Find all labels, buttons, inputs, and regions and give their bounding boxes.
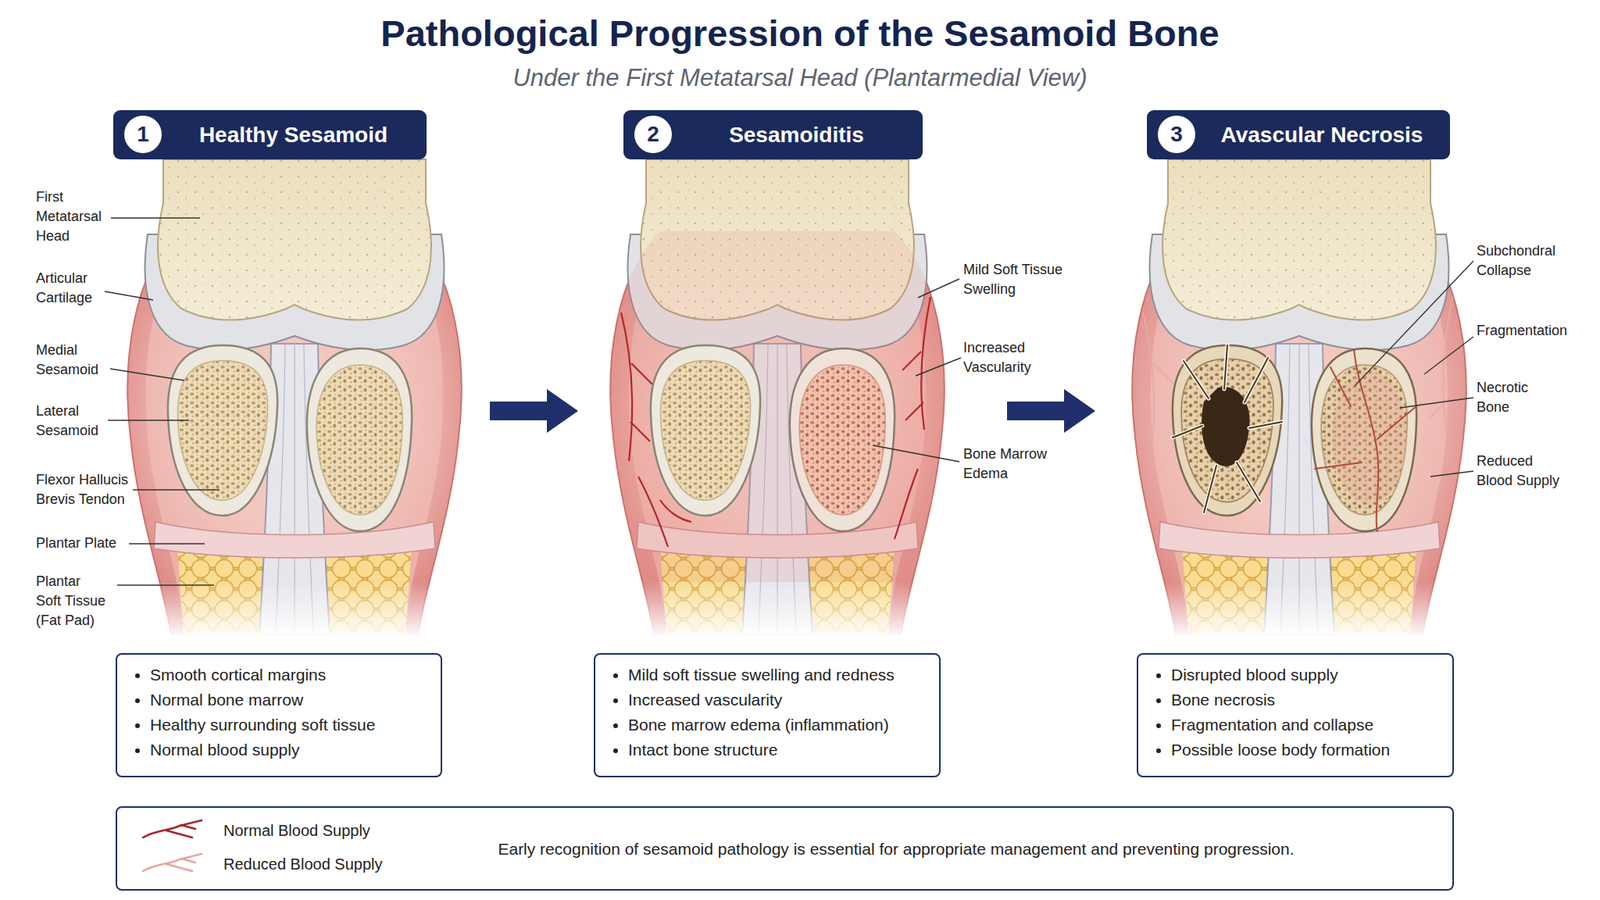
panel-header: Healthy Sesamoid 1: [113, 110, 427, 160]
finding-item: Normal bone marrow: [150, 687, 441, 713]
finding-item: Healthy surrounding soft tissue: [150, 712, 441, 738]
part-label: Increased Vascularity: [963, 338, 1050, 378]
part-label: First Metatarsal Head: [35, 187, 115, 247]
finding-item: Intact bone structure: [628, 737, 940, 763]
lateral-sesamoid: [307, 348, 412, 532]
foot-anatomy: [107, 159, 483, 639]
step-digit: 3: [1170, 121, 1183, 147]
part-label: Mild Soft Tissue Swelling: [963, 260, 1073, 300]
part-label: Bone Marrow Edema: [963, 444, 1058, 484]
step-number: 2: [634, 115, 672, 154]
panel-title: Healthy Sesamoid: [164, 110, 422, 160]
part-label: Flexor Hallucis Brevis Tendon: [35, 470, 138, 510]
step-number: 1: [124, 115, 162, 154]
medial-sesamoid: [650, 345, 761, 516]
progression-arrow: [1007, 389, 1096, 433]
finding-item: Bone marrow edema (inflammation): [628, 712, 940, 738]
foot-anatomy: [589, 159, 965, 639]
leader-lines: [104, 217, 1474, 586]
swelling-overlay: [610, 231, 944, 583]
finding-item: Possible loose body formation: [1171, 737, 1453, 763]
legend-label: Reduced Blood Supply: [223, 854, 383, 874]
lateral-sesamoid-edema: [789, 348, 895, 532]
part-label: Articular Cartilage: [35, 268, 115, 308]
finding-item: Increased vascularity: [628, 687, 940, 713]
legend-label: Normal Blood Supply: [223, 821, 371, 840]
step-digit: 1: [136, 121, 150, 147]
part-label: Medial Sesamoid: [35, 340, 115, 380]
part-label: Plantar Plate: [35, 533, 146, 554]
finding-list: Smooth cortical marginsNormal bone marro…: [117, 662, 441, 763]
part-label: Necrotic Bone: [1476, 378, 1555, 418]
panel-title: Sesamoiditis: [675, 110, 918, 160]
findings-box: Mild soft tissue swelling and rednessInc…: [593, 653, 941, 778]
foot-anatomy: [1111, 159, 1487, 639]
progression-arrow: [489, 389, 579, 433]
part-label: Subchondral Collapse: [1476, 241, 1571, 281]
fragmented-medial-sesamoid: [1172, 345, 1283, 516]
findings-box: Disrupted blood supplyBone necrosisFragm…: [1136, 653, 1454, 778]
note-text: Early recognition of sesamoid pathology …: [497, 839, 1294, 859]
finding-item: Bone necrosis: [1171, 687, 1453, 713]
finding-list: Mild soft tissue swelling and rednessInc…: [595, 662, 940, 763]
reduced-vessel-sample: [142, 853, 202, 872]
subtitle: Under the First Metatarsal Head (Plantar…: [0, 62, 1600, 94]
panel-title: Avascular Necrosis: [1198, 110, 1446, 160]
sesamoiditis-illustration: [589, 159, 965, 639]
inflamed-tissue: [610, 231, 944, 583]
necrosis-illustration: [1111, 159, 1487, 639]
note-box: Early recognition of sesamoid pathology …: [115, 806, 1454, 891]
step-digit: 2: [646, 121, 660, 147]
part-label: Plantar Soft Tissue (Fat Pad): [35, 571, 108, 631]
diagram-title: Pathological Progression of the Sesamoid…: [0, 12, 1600, 55]
panel-header: Sesamoiditis 2: [623, 110, 923, 160]
finding-item: Smooth cortical margins: [150, 662, 441, 688]
finding-list: Disrupted blood supplyBone necrosisFragm…: [1138, 662, 1453, 763]
findings-box: Smooth cortical marginsNormal bone marro…: [115, 653, 443, 778]
part-label: Reduced Blood Supply: [1476, 451, 1565, 491]
normal-vessel-sample: [142, 820, 202, 838]
finding-item: Mild soft tissue swelling and redness: [628, 662, 940, 688]
part-label: Lateral Sesamoid: [35, 401, 115, 441]
blood-vessels: [621, 296, 931, 547]
healthy-illustration: [107, 159, 483, 639]
part-label: Fragmentation: [1476, 321, 1586, 341]
finding-item: Disrupted blood supply: [1171, 662, 1453, 688]
finding-item: Fragmentation and collapse: [1171, 712, 1453, 738]
step-number: 3: [1157, 115, 1196, 154]
panel-header: Avascular Necrosis 3: [1146, 110, 1450, 160]
finding-item: Normal blood supply: [150, 737, 441, 763]
